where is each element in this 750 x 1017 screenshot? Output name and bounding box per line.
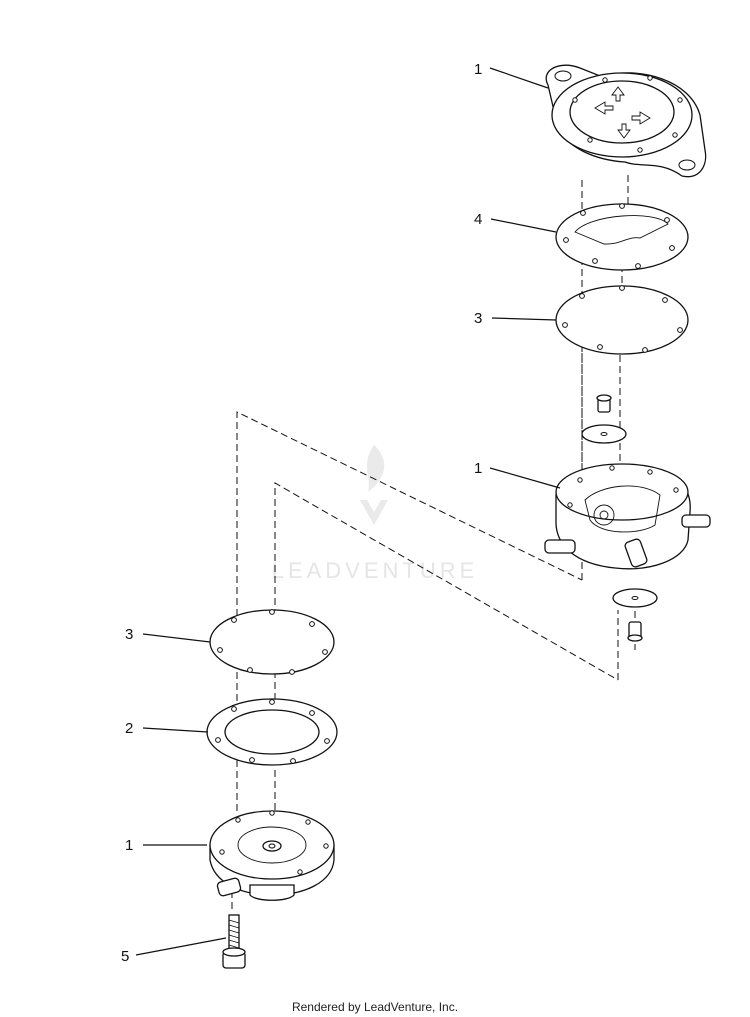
callout-4: 4 xyxy=(474,211,482,228)
pump-cover-top xyxy=(545,64,707,178)
callout-leaders xyxy=(135,67,561,956)
screw-5 xyxy=(222,914,246,969)
leadventure-watermark: LEADVENTURE xyxy=(272,445,479,583)
watermark-text: LEADVENTURE xyxy=(272,558,479,583)
callout-3-top: 3 xyxy=(474,310,482,327)
diaphragm-3-top xyxy=(555,285,689,355)
pump-housing-bottom xyxy=(209,810,335,901)
callout-1-middle: 1 xyxy=(474,460,482,477)
callout-labels: 1 4 3 1 3 2 1 5 xyxy=(121,61,482,965)
watermark-flame-icon xyxy=(360,445,388,525)
gasket-2 xyxy=(206,698,338,766)
callout-1-top: 1 xyxy=(474,61,482,78)
callout-3-bottom: 3 xyxy=(125,626,133,643)
callout-5: 5 xyxy=(121,948,129,965)
footer-credit: Rendered by LeadVenture, Inc. xyxy=(291,1000,459,1014)
check-valve-bottom xyxy=(612,588,658,642)
callout-1-bottom: 1 xyxy=(125,837,133,854)
diaphragm-3-bottom xyxy=(209,609,335,675)
pump-body-middle xyxy=(544,463,711,570)
check-valve-top xyxy=(581,394,627,444)
gasket-4 xyxy=(555,203,689,271)
callout-2: 2 xyxy=(125,720,133,737)
